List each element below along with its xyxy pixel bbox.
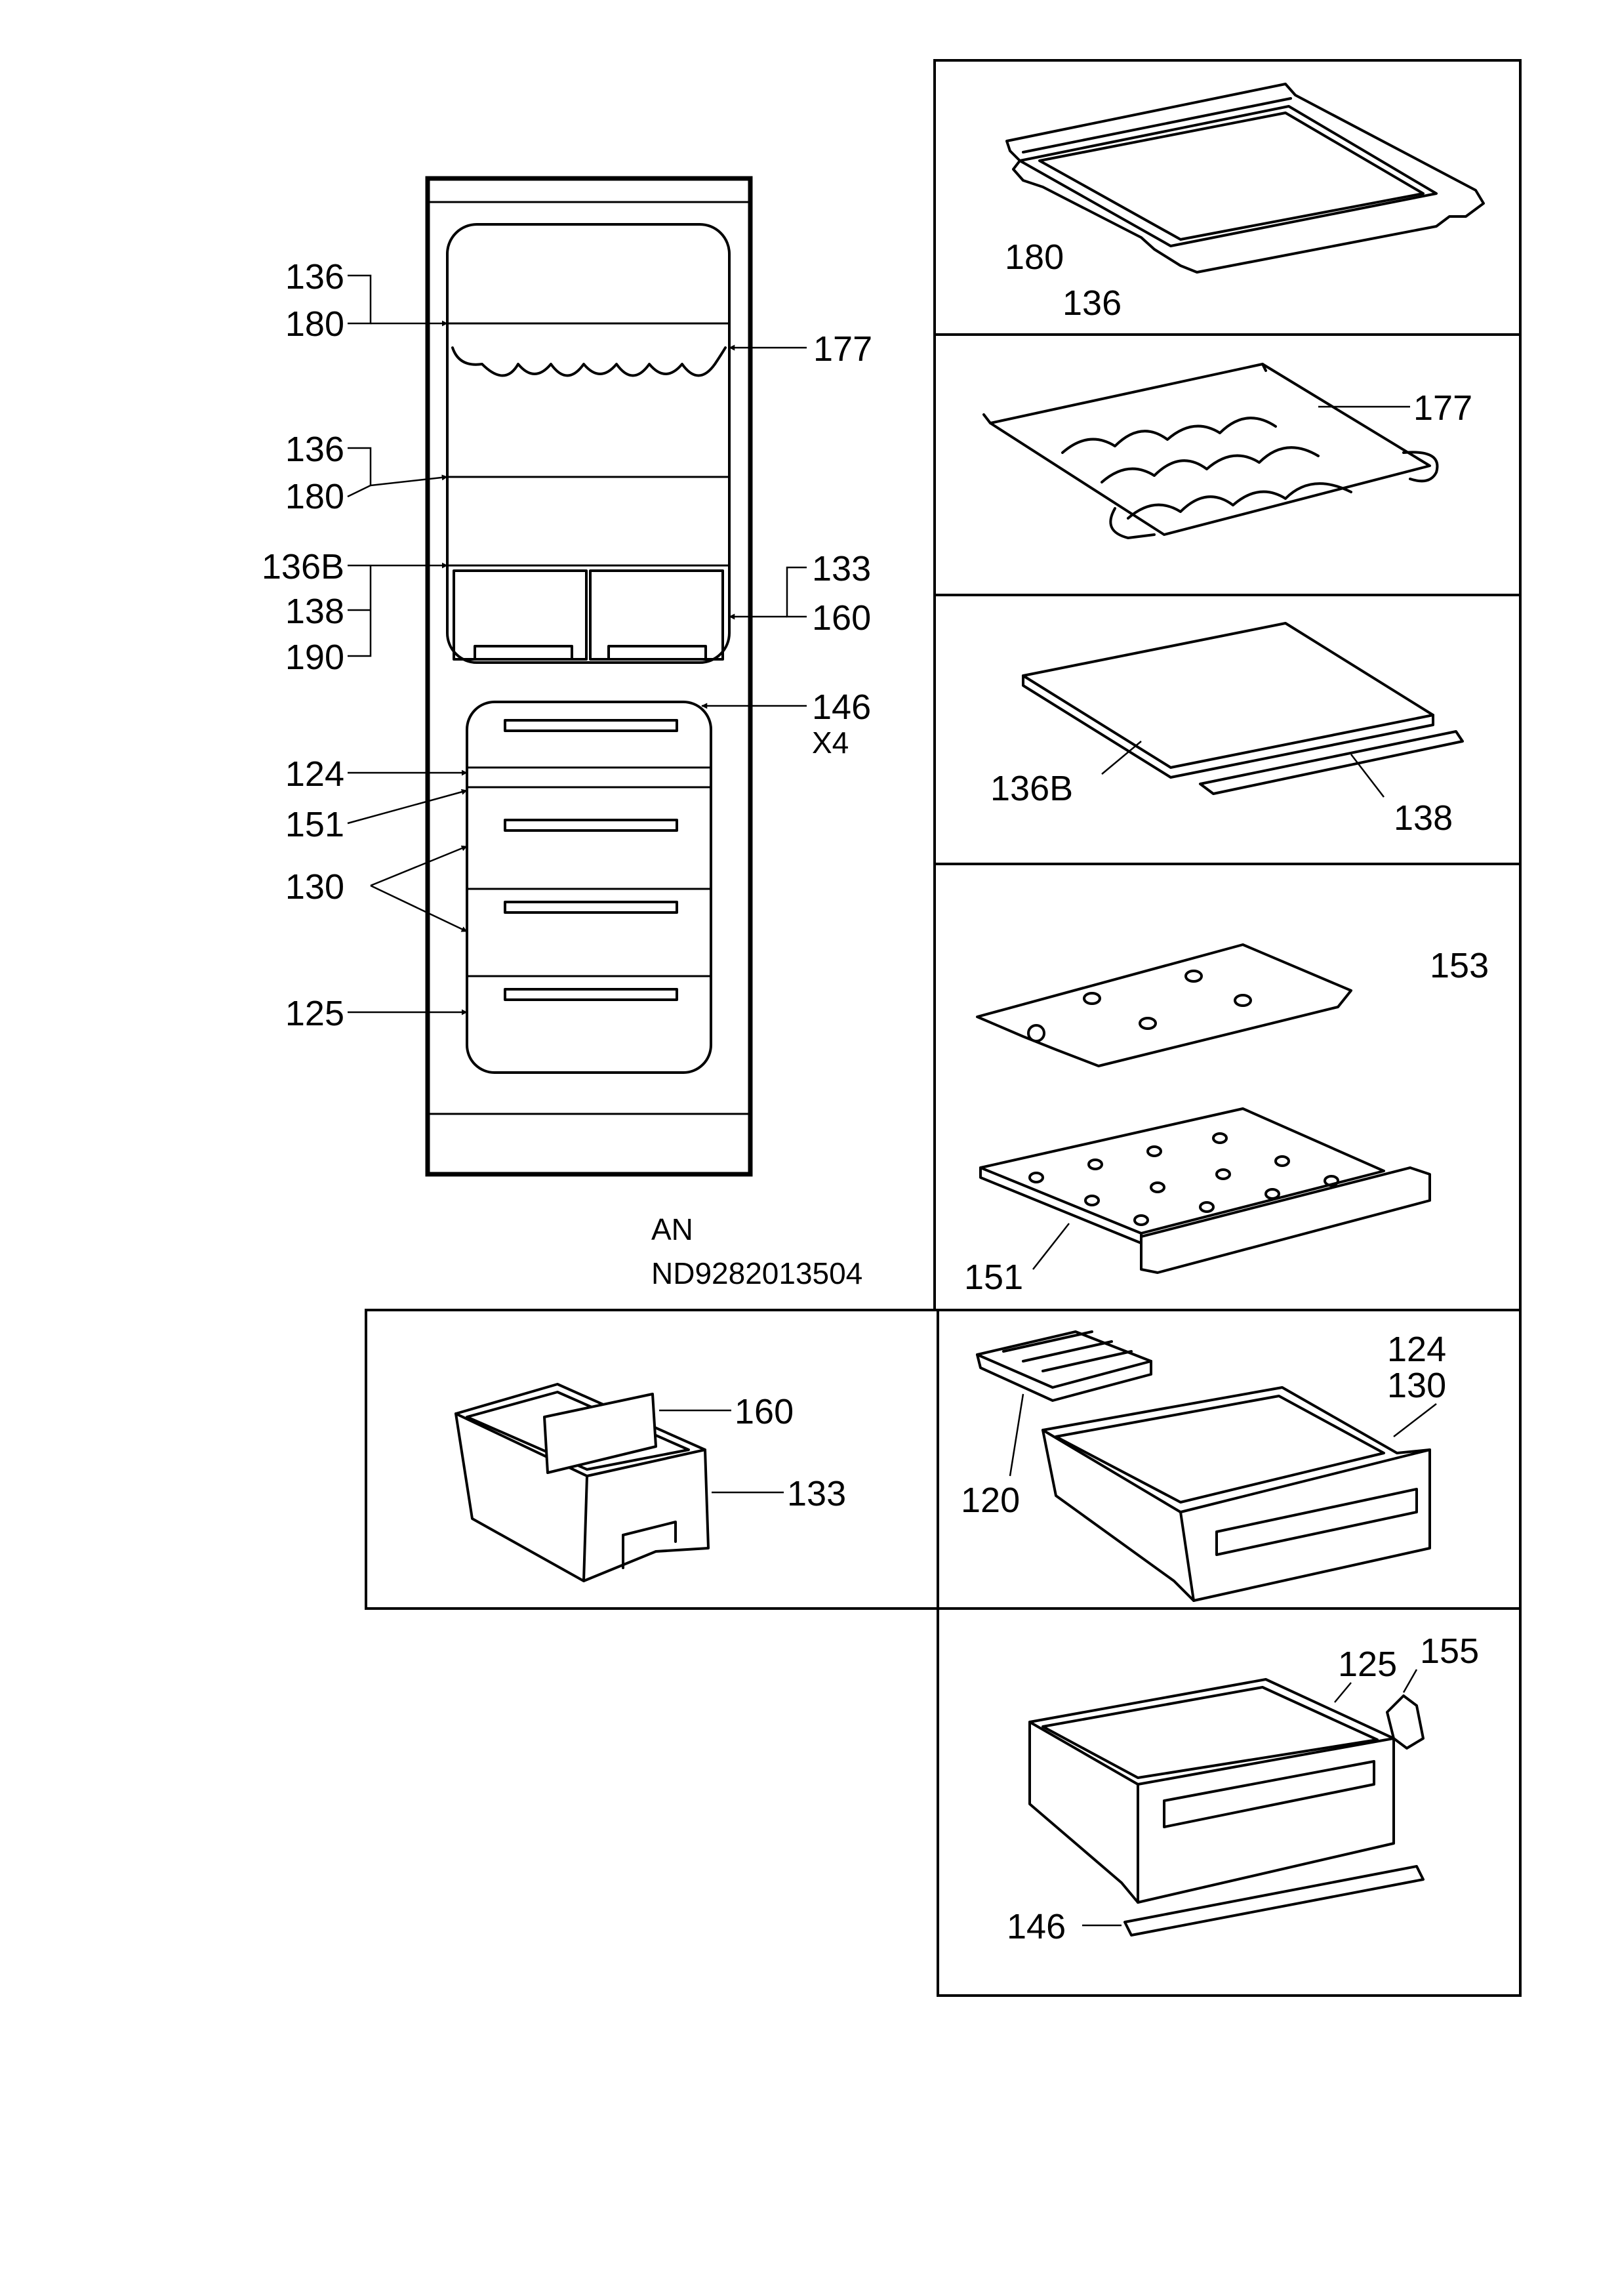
panel3-label-138: 138: [1394, 798, 1453, 838]
label-160: 160: [812, 598, 871, 638]
panel6-label-130: 130: [1387, 1366, 1446, 1405]
panel6-label-120: 120: [961, 1481, 1020, 1520]
fridge-cabinet: [425, 176, 753, 1177]
panel-freezer-tray: 153 151: [964, 943, 1489, 1297]
model-line-2: ND9282013504: [651, 1256, 862, 1290]
panel7-label-146: 146: [1007, 1907, 1066, 1946]
cabinet-labels: 136 180 177 136 180 136B 138 190 133 160…: [262, 257, 872, 1033]
label-136B: 136B: [262, 547, 344, 586]
panel3-label-136B: 136B: [990, 769, 1073, 808]
label-136-mid: 136: [285, 430, 344, 469]
panel4-label-151: 151: [964, 1258, 1023, 1297]
label-177: 177: [813, 329, 872, 369]
label-133: 133: [812, 549, 871, 588]
cabinet-leaders: [347, 274, 807, 1015]
label-180-top: 180: [285, 304, 344, 344]
panel-glass-plate: 136B 138: [990, 622, 1464, 838]
model-line-1: AN: [651, 1212, 693, 1246]
label-136-top: 136: [285, 257, 344, 297]
panel-bottom-drawer: 125 155 146: [1007, 1631, 1479, 1946]
panel-freezer-drawer: 120 124 130: [961, 1330, 1446, 1602]
panel5-label-160: 160: [735, 1392, 794, 1431]
label-190: 190: [285, 638, 344, 677]
panel-wine-rack: 177: [982, 363, 1472, 539]
panel6-label-124: 124: [1387, 1330, 1446, 1369]
panel5-label-133: 133: [787, 1474, 846, 1513]
label-151: 151: [285, 805, 344, 844]
panel1-label-136: 136: [1062, 283, 1122, 323]
panel7-label-125: 125: [1338, 1645, 1397, 1684]
panel4-label-153: 153: [1430, 946, 1489, 985]
freezer-compartment: [466, 701, 712, 1074]
panel-glass-shelf: 180 136: [1005, 83, 1485, 323]
label-180-mid: 180: [285, 477, 344, 516]
panel7-label-155: 155: [1420, 1631, 1479, 1671]
panel-grid: [365, 59, 1522, 1997]
label-138: 138: [285, 592, 344, 631]
panel1-label-180: 180: [1005, 237, 1064, 277]
panel2-label-177: 177: [1413, 388, 1472, 428]
label-146: 146: [812, 687, 871, 727]
label-125: 125: [285, 994, 344, 1033]
ice-tray-pegs: [1028, 1132, 1339, 1226]
label-x4: X4: [812, 726, 849, 760]
wine-rack-wave: [451, 346, 727, 377]
label-124: 124: [285, 754, 344, 794]
panel-fridge-box: 160 133: [455, 1383, 846, 1582]
model-code: AN ND9282013504: [651, 1212, 862, 1290]
fridge-compartment: [446, 223, 731, 664]
label-130: 130: [285, 867, 344, 907]
